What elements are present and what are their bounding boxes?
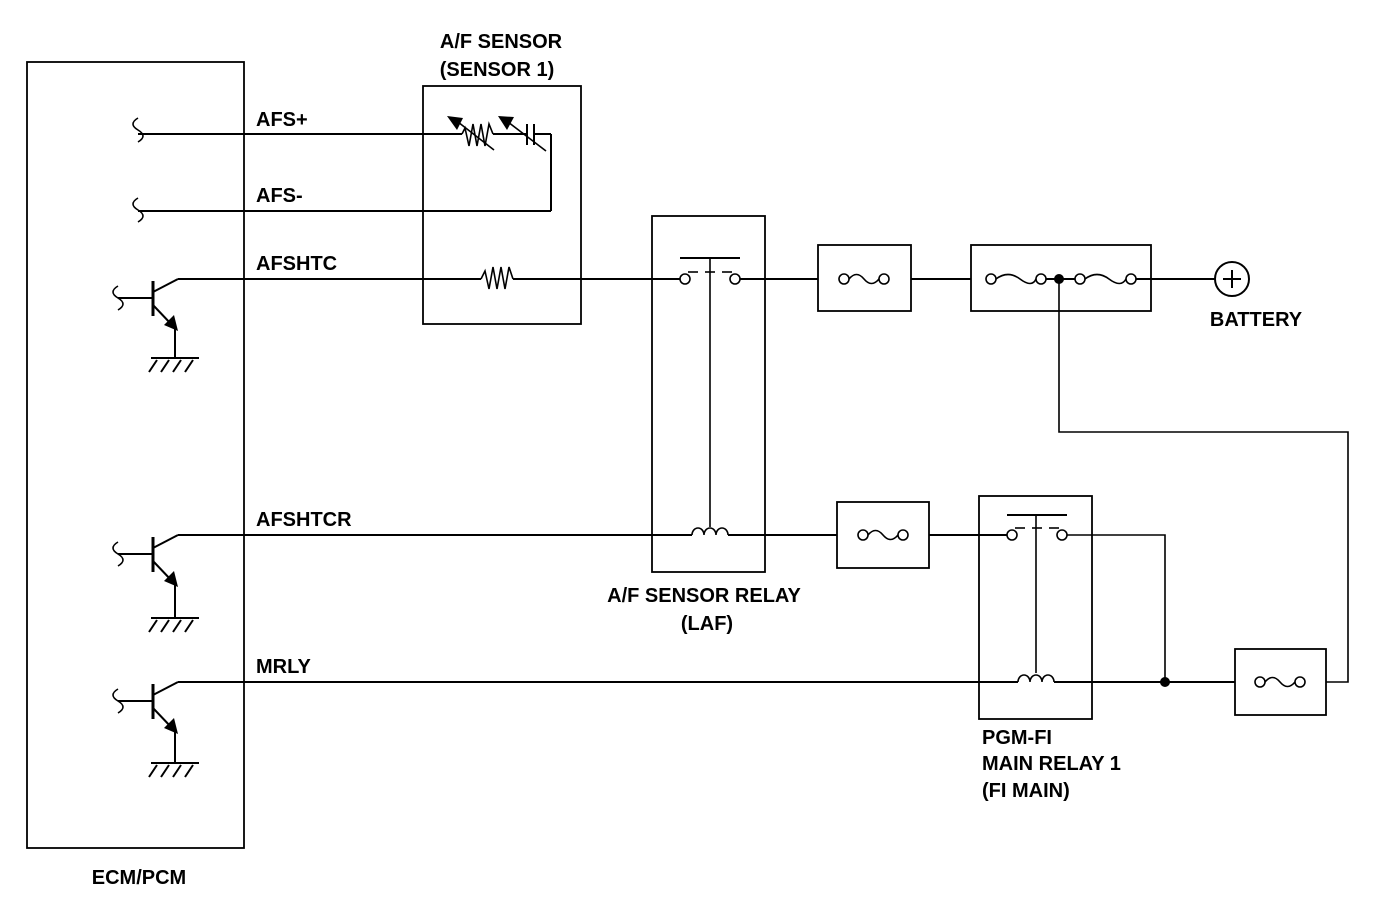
battery-label: BATTERY	[1210, 309, 1303, 331]
fuse-1-box	[817, 244, 912, 312]
af-sensor-relay-contacts	[679, 257, 818, 527]
afs-plus-wire	[132, 117, 462, 143]
ecm-pcm-label: ECM/PCM	[92, 867, 186, 889]
afshtcr-label: AFSHTCR	[256, 509, 352, 531]
ecm-pcm-box	[26, 61, 245, 849]
pgm-fi-relay-label-1: PGM-FI	[982, 727, 1052, 749]
battery-branch-wire	[1058, 279, 1349, 683]
afshtc-driver-transistor	[112, 278, 200, 373]
af-sensor-relay-label-1: A/F SENSOR RELAY	[607, 585, 801, 607]
fuse-1	[838, 273, 890, 285]
af-sensor-label-2: (SENSOR 1)	[440, 59, 554, 81]
pgm-fi-relay-label-3: (FI MAIN)	[982, 780, 1070, 802]
afs-minus-label: AFS-	[256, 185, 303, 207]
fuse-3	[1254, 676, 1306, 688]
afshtc-label: AFSHTC	[256, 253, 337, 275]
fuse-3-box	[1234, 648, 1327, 716]
afshtcr-driver-transistor	[112, 534, 200, 633]
af-sensor-relay-label-2: (LAF)	[681, 613, 733, 635]
pgm-fi-relay-box	[978, 495, 1093, 720]
battery-terminal	[1214, 261, 1250, 297]
afs-minus-wire	[132, 197, 551, 223]
af-sensor-box	[422, 85, 582, 325]
afs-plus-label: AFS+	[256, 109, 308, 131]
pgm-fi-relay-coil	[1017, 674, 1055, 683]
af-sensor-relay-coil	[691, 527, 729, 536]
mrly-wire	[178, 677, 1235, 687]
af-sensor-label-1: A/F SENSOR	[440, 31, 563, 53]
afshtc-wire	[178, 266, 680, 290]
af-sensor-element	[447, 116, 552, 211]
mrly-driver-transistor	[112, 681, 200, 778]
pgm-fi-relay-label-2: MAIN RELAY 1	[982, 753, 1121, 775]
fuse-2	[857, 529, 909, 541]
af-sensor-relay-box	[651, 215, 766, 573]
fuse-block-fuses	[985, 273, 1137, 285]
pgm-fi-relay-contacts	[1006, 514, 1166, 682]
mrly-label: MRLY	[256, 656, 311, 678]
